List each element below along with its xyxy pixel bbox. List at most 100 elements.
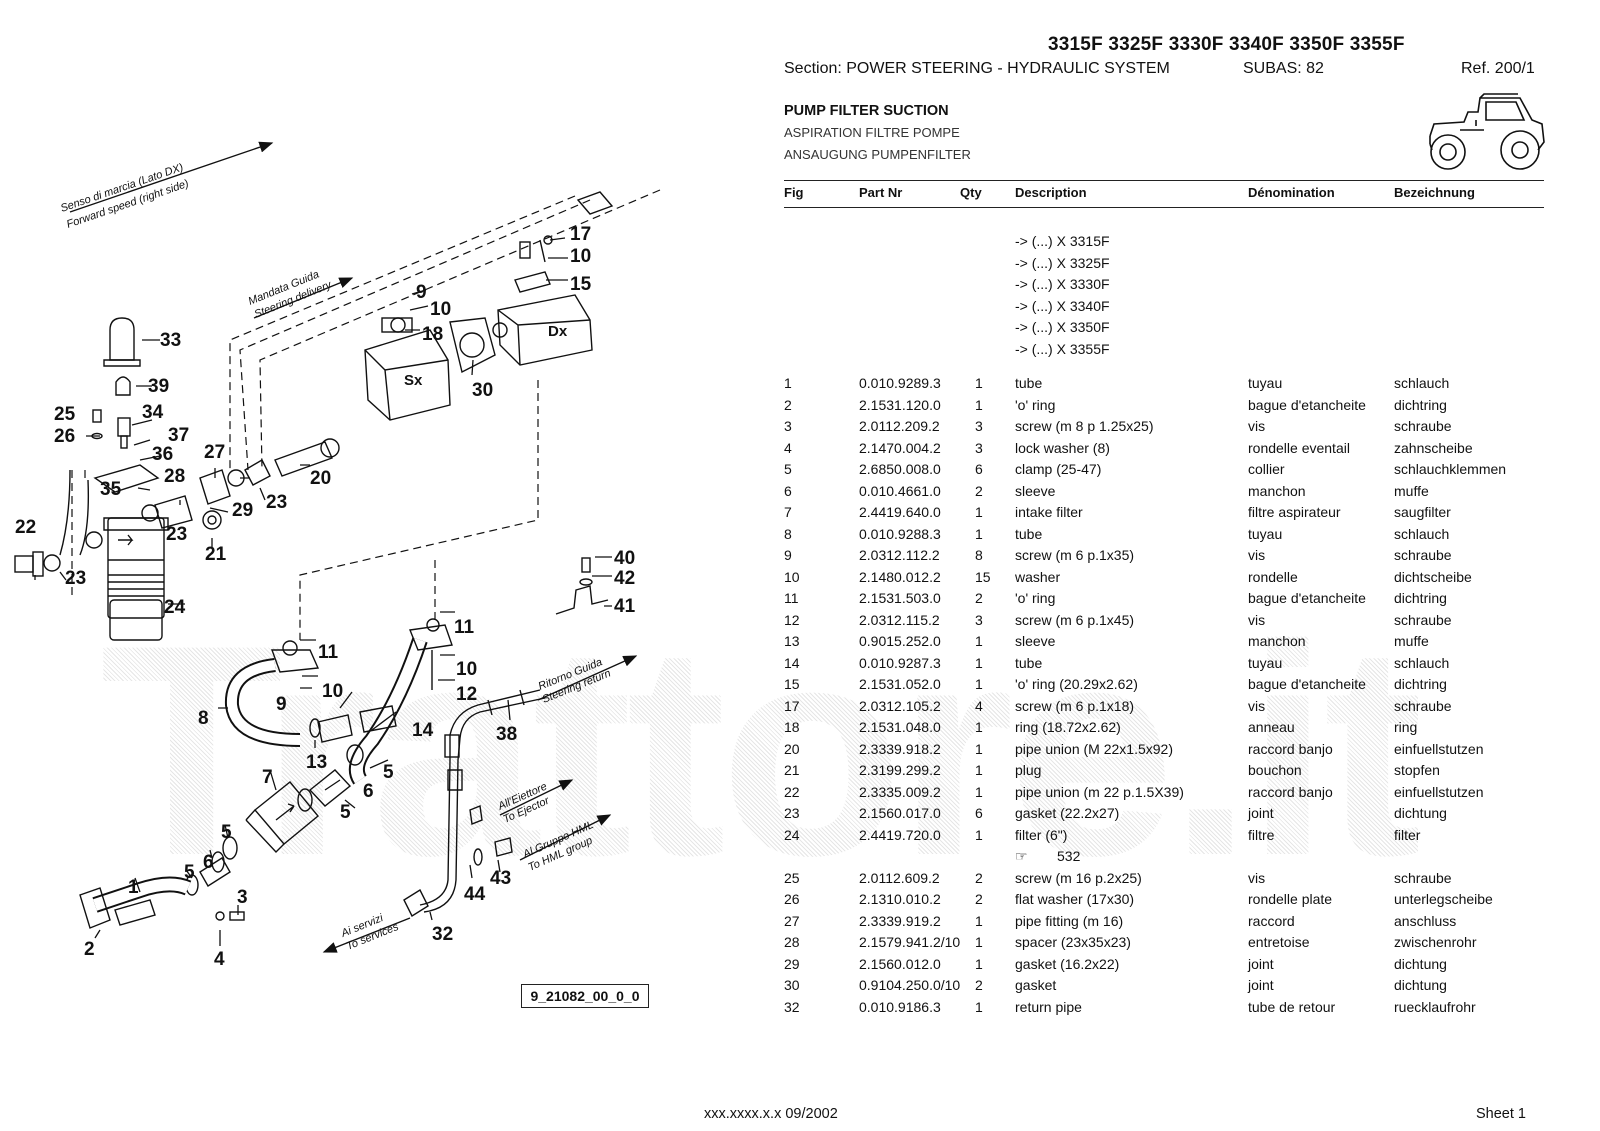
main-filter-24 — [103, 517, 169, 641]
cell-fig: 5 — [784, 461, 792, 477]
callout-10b: 10 — [430, 299, 451, 320]
cell-denomination: tuyau — [1248, 375, 1283, 391]
cell-part-nr: 0.9104.250.0/10 — [859, 977, 961, 993]
pump-left-sx — [364, 317, 451, 421]
callout-2: 2 — [84, 939, 95, 960]
cell-bezeichnung: zahnscheibe — [1394, 439, 1473, 456]
callout-8: 8 — [198, 708, 209, 729]
cell-part-nr: 2.1470.004.2 — [859, 439, 941, 456]
cell-bezeichnung: saugfilter — [1394, 504, 1451, 520]
cell-description: screw (m 6 p.1x35) — [1015, 547, 1135, 563]
model-applicability: -> (...) X 3325F — [1015, 254, 1110, 271]
callout-32: 32 — [432, 924, 453, 945]
cell-part-nr: 2.1579.941.2/10 — [859, 934, 961, 950]
footer-sheet: Sheet 1 — [1476, 1106, 1526, 1122]
cell-description: spacer (23x35x23) — [1015, 934, 1131, 950]
tube-14 — [349, 618, 453, 785]
model-applicability: -> (...) X 3330F — [1015, 276, 1110, 292]
callout-37: 37 — [168, 425, 189, 446]
cell-part-nr: 2.1560.012.0 — [859, 955, 941, 972]
tractor-icon — [1429, 93, 1545, 170]
callout-18: 18 — [422, 324, 443, 345]
cell-description: return pipe — [1015, 998, 1082, 1015]
exploded-diagram: 1 2 3 4 5 5 5 5 6 6 7 8 9 9 10 10 10 10 … — [14, 141, 661, 970]
callout-5b: 5 — [221, 822, 232, 843]
cell-fig: 9 — [784, 547, 792, 563]
cell-denomination: rondelle eventail — [1248, 439, 1350, 456]
dashed-hose-routes — [71, 189, 661, 640]
cell-part-nr: 0.010.9288.3 — [859, 525, 941, 542]
cell-denomination: joint — [1248, 977, 1274, 993]
callout-numbers: 1 2 3 4 5 5 5 5 6 6 7 8 9 9 10 10 10 10 … — [15, 224, 636, 970]
cell-fig: 3 — [784, 418, 792, 434]
cell-description: tube — [1015, 375, 1043, 391]
cell-part-nr: 2.1531.120.0 — [859, 396, 941, 413]
cell-qty: 1 — [975, 525, 983, 542]
cell-bezeichnung: schlauch — [1394, 375, 1450, 391]
cell-part-nr: 2.0312.112.2 — [859, 547, 940, 563]
cell-denomination: filtre aspirateur — [1248, 504, 1341, 520]
col-description: Description — [1015, 185, 1087, 200]
callout-42: 42 — [614, 568, 635, 589]
callout-10d: 10 — [456, 659, 477, 680]
callout-6b: 6 — [363, 781, 374, 802]
cell-qty: 1 — [975, 998, 983, 1015]
cell-description: tube — [1015, 525, 1043, 542]
cell-denomination: bague d'etancheite — [1248, 396, 1366, 413]
cell-description: screw (m 8 p 1.25x25) — [1015, 418, 1154, 434]
callout-40: 40 — [614, 548, 635, 569]
callout-36: 36 — [152, 444, 173, 465]
callout-7: 7 — [262, 767, 273, 788]
cell-fig: 4 — [784, 439, 792, 456]
title-german: ANSAUGUNG PUMPENFILTER — [784, 147, 971, 162]
cell-qty: 1 — [975, 375, 983, 391]
callout-24: 24 — [164, 597, 186, 618]
cell-bezeichnung: schraube — [1394, 418, 1452, 434]
callout-43: 43 — [490, 868, 511, 889]
reference-number: Ref. 200/1 — [1461, 60, 1535, 77]
cell-part-nr: 0.010.4661.0 — [859, 482, 941, 499]
cell-part-nr: 2.0112.209.2 — [859, 418, 940, 434]
cell-denomination: vis — [1248, 418, 1266, 434]
callout-23b: 23 — [166, 524, 187, 545]
cell-bezeichnung: dichtung — [1394, 977, 1447, 993]
cell-denomination: vis — [1248, 547, 1266, 563]
cell-part-nr: 2.6850.008.0 — [859, 461, 941, 477]
cell-fig: 32 — [784, 998, 800, 1015]
callout-35: 35 — [100, 479, 122, 500]
callout-29: 29 — [232, 500, 253, 521]
parts-table-header: Fig Part Nr Qty Description Dénomination… — [784, 180, 1544, 208]
cell-bezeichnung: dichtung — [1394, 955, 1447, 972]
callout-44: 44 — [464, 884, 486, 905]
callout-13: 13 — [306, 752, 327, 773]
callout-1: 1 — [128, 877, 139, 898]
col-part-nr: Part Nr — [859, 185, 903, 200]
cell-description: clamp (25-47) — [1015, 461, 1102, 477]
callout-9a: 9 — [276, 694, 287, 715]
cell-qty: 6 — [975, 461, 983, 477]
cell-part-nr: 0.010.9289.3 — [859, 375, 941, 391]
col-bezeichnung: Bezeichnung — [1394, 185, 1475, 200]
callout-23a: 23 — [65, 568, 86, 589]
col-denomination: Dénomination — [1248, 185, 1335, 200]
callout-10a: 10 — [322, 681, 343, 702]
callout-39: 39 — [148, 376, 169, 397]
forward-direction-arrow — [69, 141, 274, 213]
callout-10c: 10 — [570, 246, 591, 267]
cell-description: intake filter — [1015, 504, 1083, 520]
cell-denomination: joint — [1248, 955, 1274, 972]
cell-denomination: tuyau — [1248, 525, 1283, 542]
callout-25: 25 — [54, 404, 76, 425]
cell-part-nr: 2.4419.640.0 — [859, 504, 941, 520]
callout-12: 12 — [456, 684, 477, 705]
model-applicability: -> (...) X 3315F — [1015, 233, 1110, 249]
callout-9b: 9 — [416, 282, 427, 303]
cell-part-nr: 0.010.9186.3 — [859, 998, 941, 1015]
col-fig: Fig — [784, 185, 804, 200]
callout-22: 22 — [15, 517, 36, 538]
cell-fig: 1 — [784, 375, 792, 391]
callout-14: 14 — [412, 720, 434, 741]
cell-qty: 3 — [975, 439, 983, 456]
tube-1 — [79, 876, 192, 929]
cell-bezeichnung: zwischenrohr — [1394, 934, 1477, 950]
